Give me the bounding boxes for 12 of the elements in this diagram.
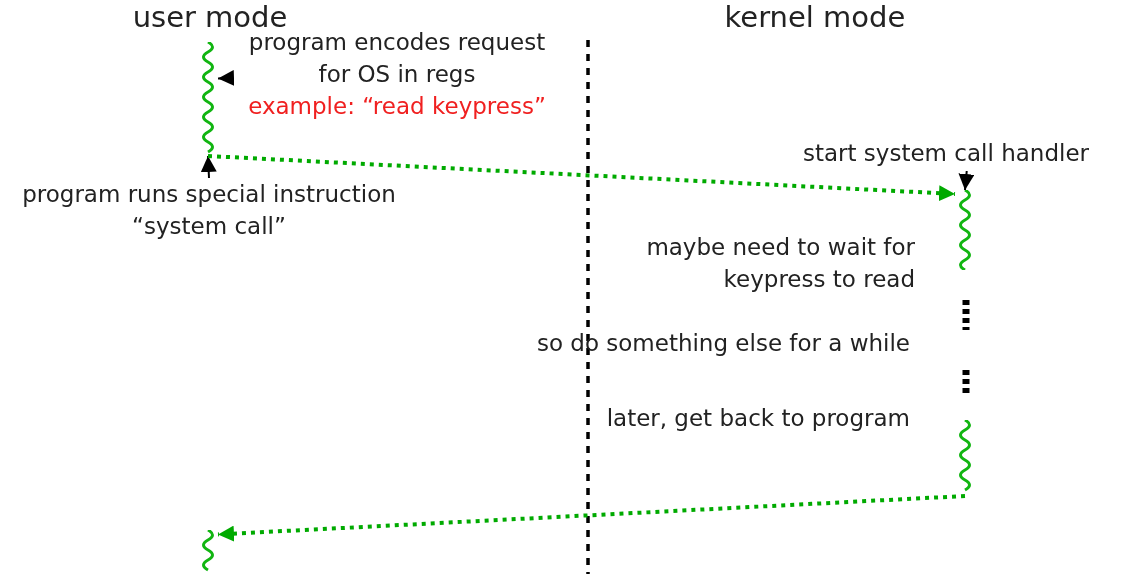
- example-text: example: “read keypress”: [247, 92, 547, 121]
- leader-line: [958, 170, 975, 191]
- annotation-text: maybe need to wait for keypress to read: [645, 233, 915, 294]
- annotation-text: later, get back to program: [605, 404, 910, 433]
- leader-line: [200, 155, 217, 179]
- arrow: [207, 154, 956, 202]
- leader-line: [217, 69, 235, 86]
- column-heading: kernel mode: [723, 0, 907, 34]
- annotation-text: start system call handler: [802, 139, 1090, 168]
- arrow: [217, 494, 966, 542]
- annotation-text: so do something else for a while: [535, 329, 910, 358]
- annotation-text: program runs special instruction “system call”: [21, 180, 397, 241]
